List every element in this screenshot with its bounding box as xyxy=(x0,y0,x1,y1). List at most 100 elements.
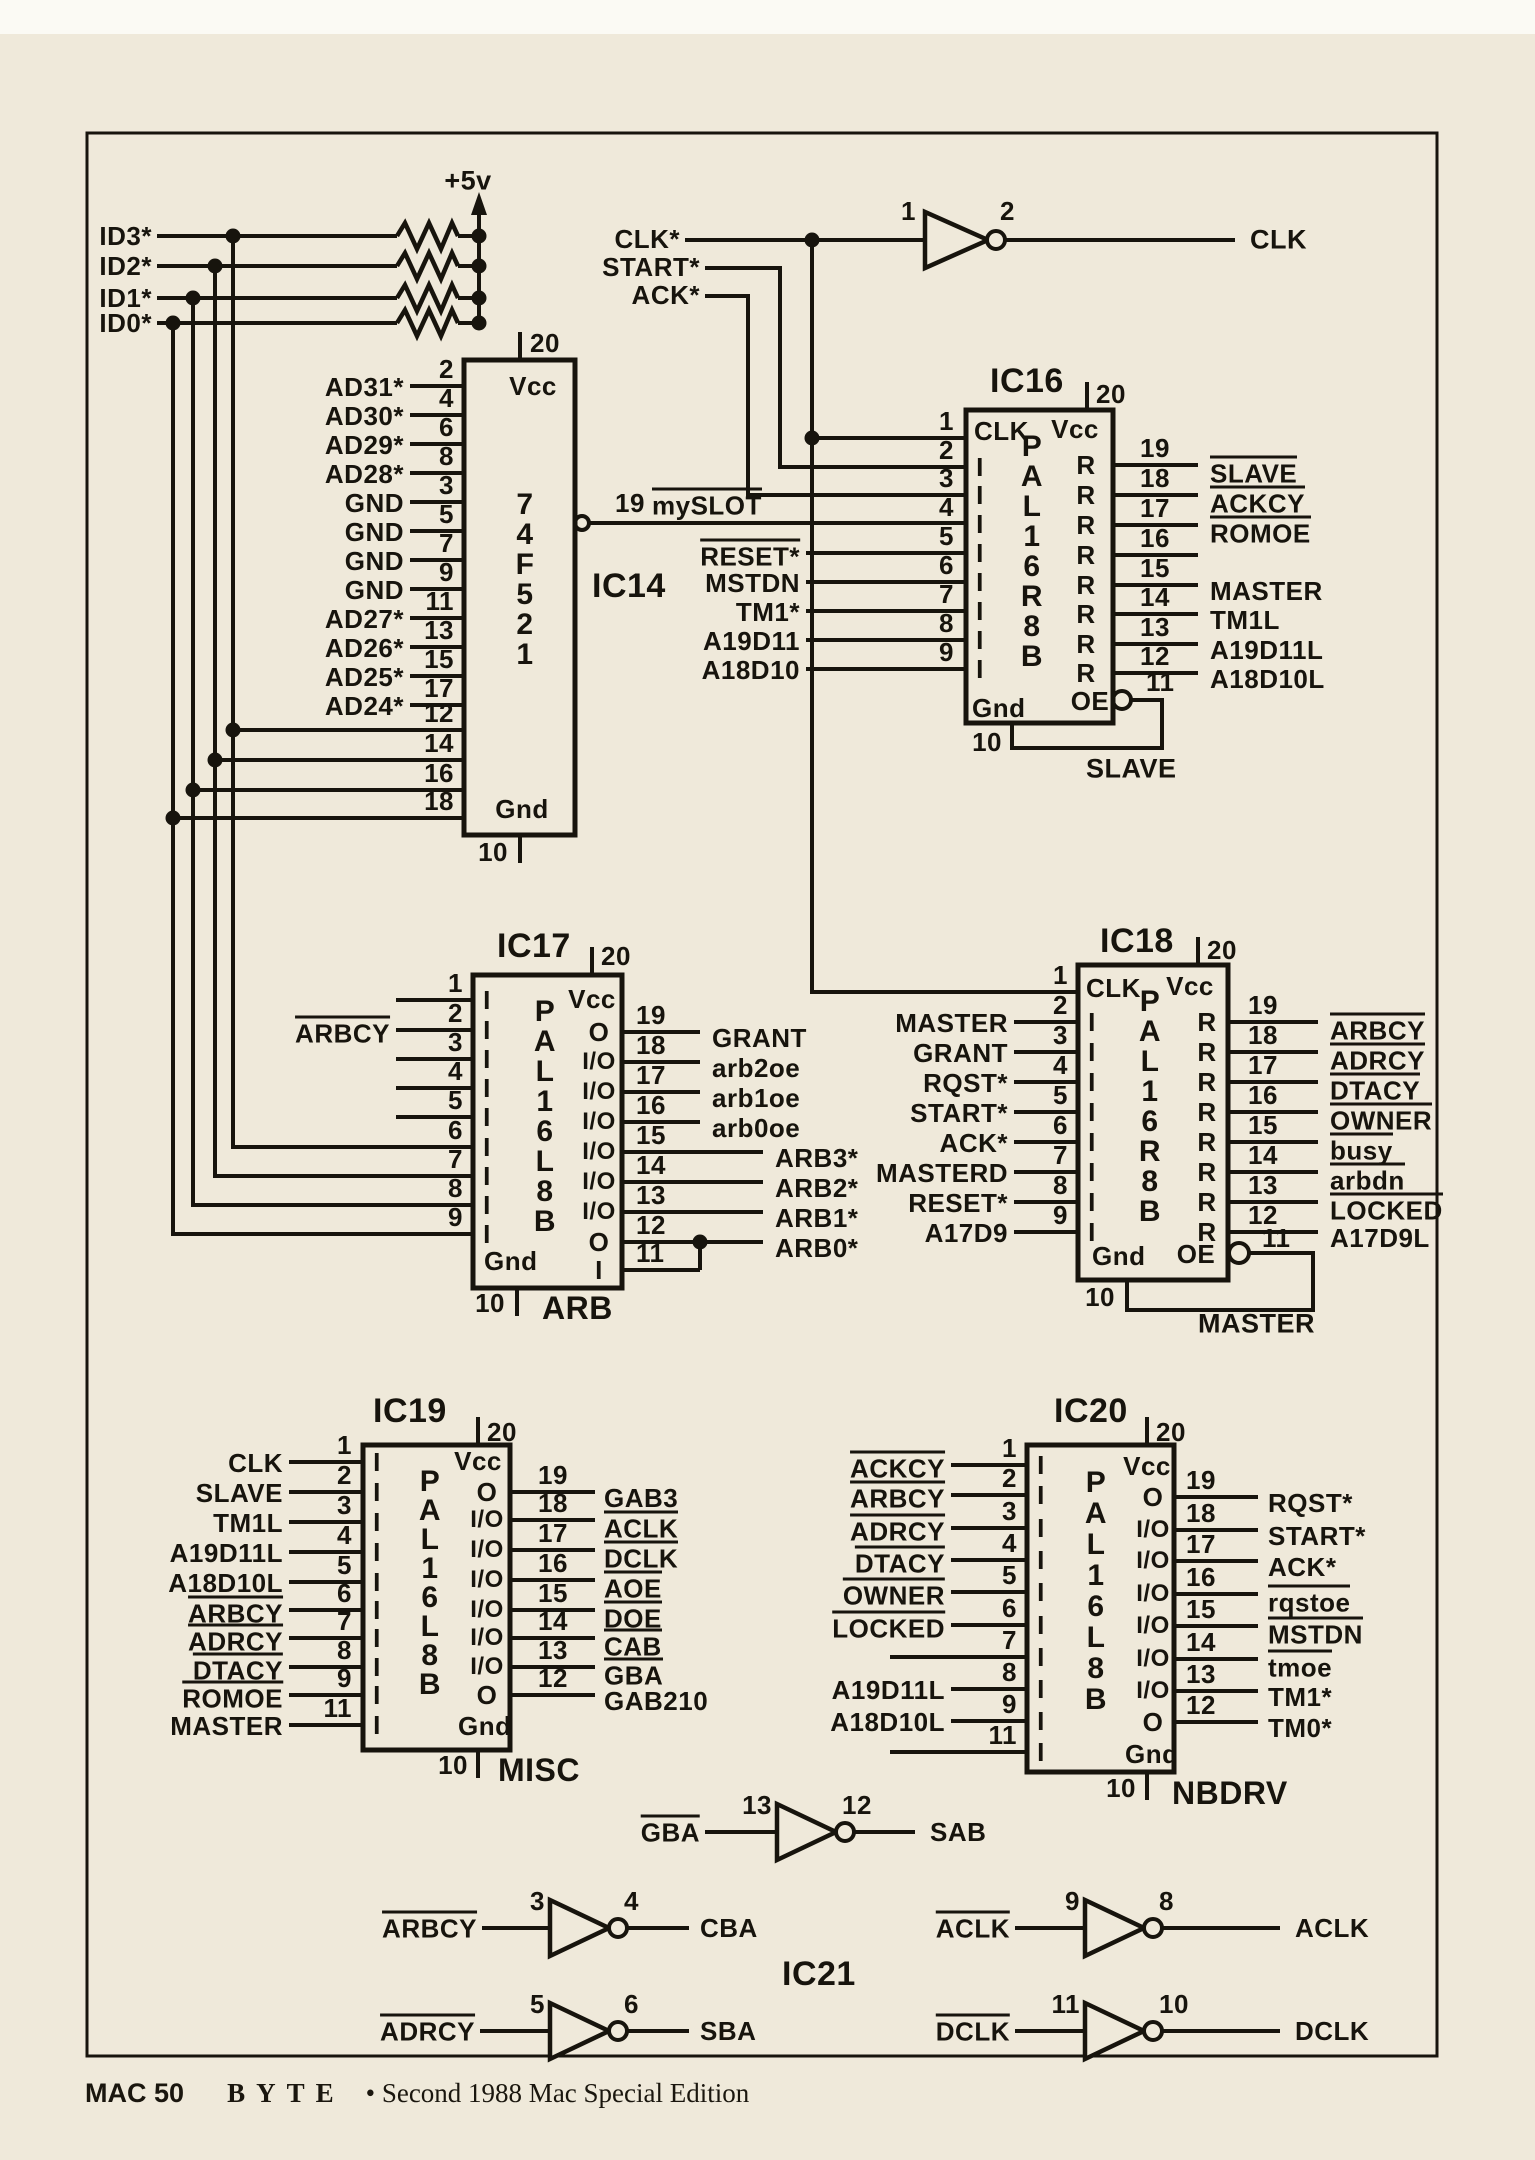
ic20-io-mark-2: I/O xyxy=(1136,1547,1170,1574)
ic17-io-mark-5: I/O xyxy=(582,1168,616,1195)
ic19-function-tag: MISC xyxy=(498,1752,580,1788)
ic17-pin9-number: 9 xyxy=(448,1202,463,1232)
ic18-input-mark-2: I xyxy=(1088,1067,1096,1097)
ic18-io-mark-1: R xyxy=(1197,1037,1217,1067)
ic16-box xyxy=(963,407,1116,726)
ic18-pin13-number: 13 xyxy=(1248,1170,1278,1200)
ic19-input-mark-0: I xyxy=(373,1447,381,1477)
ic19-input-mark-9: I xyxy=(373,1710,381,1740)
ic18-pin1-number: 1 xyxy=(1053,960,1068,990)
ic14-pin10-number: 10 xyxy=(478,837,508,867)
ic19-pin14-cab-label: CAB xyxy=(604,1628,662,1660)
ic16-input-mark-0: I xyxy=(976,452,984,482)
figure-border xyxy=(85,131,1439,2058)
ic16-input-mark-3: I xyxy=(976,538,984,568)
dclk-label: DCLK xyxy=(935,2013,1010,2045)
start-label: START* xyxy=(602,252,700,282)
ic18-input-mark-5: I xyxy=(1088,1157,1096,1187)
ic16-pin19-slave-label: SLAVE xyxy=(1210,455,1298,487)
ic18-pin4-rqst-label: RQST* xyxy=(923,1068,1008,1098)
ic17-pin16-number: 16 xyxy=(636,1090,666,1120)
ic16-oe-bubble xyxy=(1111,689,1133,711)
ic14-pin11-ad27-label: AD27* xyxy=(324,604,404,634)
ic18-pin3-number: 3 xyxy=(1053,1020,1068,1050)
ic19-pin11-number: 11 xyxy=(323,1693,352,1723)
3-label: 3 xyxy=(530,1886,545,1916)
ic16-io-mark-3: R xyxy=(1076,540,1096,570)
ic19-chipname-char-4: 6 xyxy=(421,1581,439,1614)
ic17-io-mark-2: I/O xyxy=(582,1078,616,1105)
ic14-pin17-number: 17 xyxy=(424,673,454,703)
ic18-pin9-number: 9 xyxy=(1053,1200,1068,1230)
ic16-pin18-number: 18 xyxy=(1140,463,1170,493)
ic14-pin11-number: 11 xyxy=(425,586,454,616)
ic20-pin11-number: 11 xyxy=(988,1720,1017,1750)
ic18-io-mark-5: R xyxy=(1197,1157,1217,1187)
footer-page-number: MAC 50 xyxy=(85,2078,185,2108)
ic19-pin2-slave-label: SLAVE xyxy=(195,1478,283,1508)
ic17-input-mark-7: I xyxy=(483,1190,491,1220)
ic18-pin15-busy-label: busy xyxy=(1330,1132,1393,1164)
ic16-pin13-number: 13 xyxy=(1140,612,1170,642)
ic18-pin18-adrcy-label: ADRCY xyxy=(1330,1042,1425,1074)
ic19-pin1-number: 1 xyxy=(337,1430,352,1460)
ic16-pin15-master-label: MASTER xyxy=(1210,576,1323,606)
ic18-chipname-char-3: 1 xyxy=(1141,1075,1159,1108)
ic19-pin19-number: 19 xyxy=(538,1460,568,1490)
ic18-io-mark-0: R xyxy=(1197,1007,1217,1037)
junction-dot-7 xyxy=(471,315,487,331)
ic16-pin1-number: 1 xyxy=(939,406,954,436)
id3-label: ID3* xyxy=(99,221,152,251)
ic14-gnd-label: Gnd xyxy=(495,794,549,824)
ic18-chipname-char-2: L xyxy=(1140,1045,1160,1078)
gba-inverter xyxy=(774,1800,842,1864)
ic20-pin4-dtacy-label: DTACY xyxy=(854,1545,945,1577)
ic16-pin8-a19d11-label: A19D11 xyxy=(703,626,800,656)
ic17-chipname-char-2: L xyxy=(535,1055,555,1088)
ic18-pin14-number: 14 xyxy=(1248,1140,1278,1170)
ic20-pin8-number: 8 xyxy=(1002,1657,1017,1687)
ic16-io-mark-0: R xyxy=(1076,450,1096,480)
ic16-pin13-a19d11l-label: A19D11L xyxy=(1210,635,1324,665)
ic16-pin19-number: 19 xyxy=(1140,433,1170,463)
ic20-chipname-char-6: 8 xyxy=(1087,1652,1105,1685)
ic16-chipname-char-5: R xyxy=(1020,580,1044,613)
ic20-chipname-char-4: 6 xyxy=(1087,1590,1105,1623)
ic17-input-mark-8: I xyxy=(483,1219,491,1249)
ic17-pin15-number: 15 xyxy=(636,1120,666,1150)
ic16-pin18-ackcy-label: ACKCY xyxy=(1210,485,1305,517)
inv-gba-bubble xyxy=(834,1821,856,1843)
ic19-pin4-number: 4 xyxy=(337,1520,352,1550)
ic19-io-mark-2: I/O xyxy=(470,1536,504,1563)
ic16-chipname-char-6: 8 xyxy=(1023,610,1041,643)
ic20-chipname-char-1: A xyxy=(1084,1497,1108,1530)
ic17-gnd-label: Gnd xyxy=(484,1246,538,1276)
ic18-chipname-char-6: 8 xyxy=(1141,1165,1159,1198)
ic19-input-mark-4: I xyxy=(373,1567,381,1597)
ic20-io-mark-6: I/O xyxy=(1136,1677,1170,1704)
pullup-resistor-2 xyxy=(395,279,461,317)
page-footer: MAC 50 BYTE • Second 1988 Mac Special Ed… xyxy=(85,2078,749,2109)
ic19-io-mark-5: I/O xyxy=(470,1624,504,1651)
ic20-input-mark-0: I xyxy=(1037,1450,1045,1480)
footer-edition: • Second 1988 Mac Special Edition xyxy=(365,2078,750,2108)
ic19-pin2-number: 2 xyxy=(337,1460,352,1490)
1-label: 1 xyxy=(901,196,916,226)
ic18-pin12-a17d9l-label: A17D9L xyxy=(1330,1223,1430,1253)
ic20-input-mark-7: I xyxy=(1037,1674,1045,1704)
ic20-pin6-number: 6 xyxy=(1002,1593,1017,1623)
junction-dot-13 xyxy=(804,430,820,446)
ic17-pin5-number: 5 xyxy=(448,1085,463,1115)
ic16-io-mark-4: R xyxy=(1076,570,1096,600)
arbcy-inverter xyxy=(547,1896,615,1960)
ic19-pin18-number: 18 xyxy=(538,1488,568,1518)
id0-drop xyxy=(171,323,473,1236)
ic20-chipname-char-5: L xyxy=(1086,1621,1106,1654)
ic14-pin8-ad28-label: AD28* xyxy=(324,459,404,489)
ic18-pin8-reset-label: RESET* xyxy=(908,1188,1008,1218)
ic14-chipname-char-1: 4 xyxy=(516,518,534,551)
ic19-vcc-label: Vcc xyxy=(454,1446,502,1476)
ic16-pin9-number: 9 xyxy=(939,637,954,667)
ic17-pin14-arb2-label: ARB2* xyxy=(775,1173,859,1203)
